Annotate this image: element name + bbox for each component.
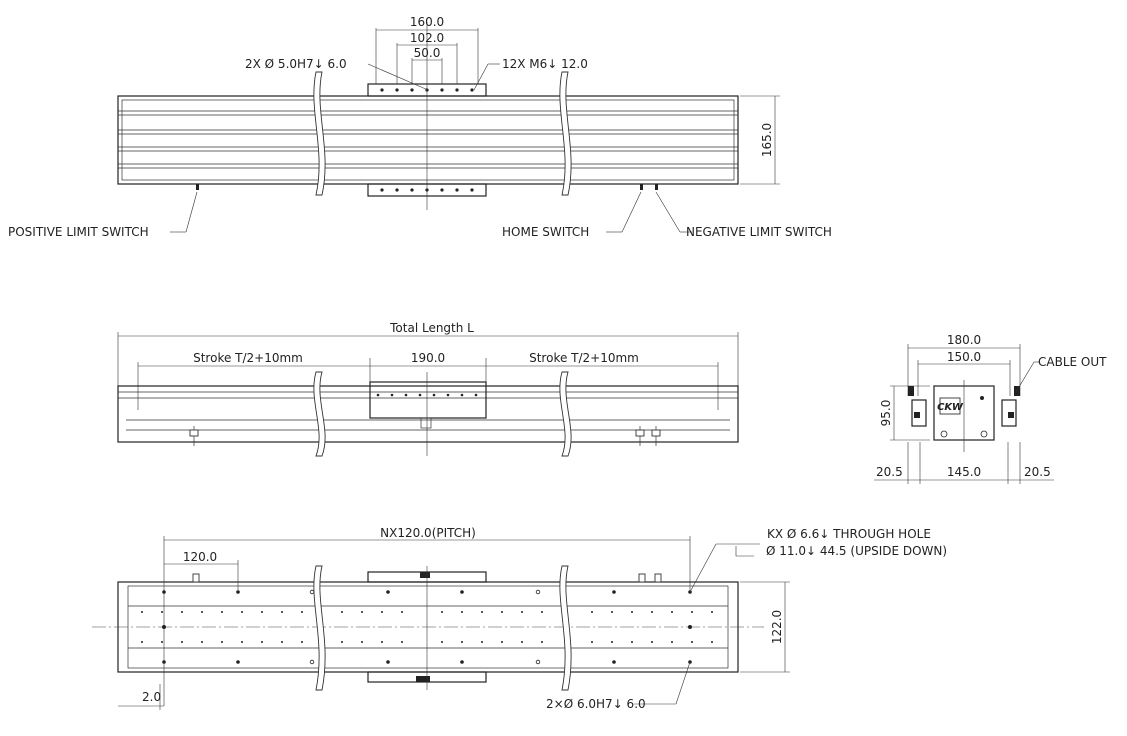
top-body-inner: [121, 99, 735, 181]
bottom-break-left: [313, 565, 326, 691]
top-view: 160.0 102.0 50.0 2X Ø 5.0H7↓ 6.0 12X M6↓…: [8, 15, 832, 239]
side-body-outline: [117, 385, 739, 443]
counterbore-symbol-icon: [735, 546, 754, 557]
hole-note-line2: Ø 11.0↓ 44.5 (UPSIDE DOWN): [766, 544, 947, 558]
bottom-break-right: [559, 565, 572, 691]
dim-20-5-right: 20.5: [1024, 465, 1051, 479]
side-carriage-holes: [376, 393, 478, 397]
dim-50: 50.0: [414, 46, 441, 60]
bottom-hole-pattern: [141, 589, 713, 665]
side-break-left: [313, 371, 326, 457]
side-switches: [189, 426, 661, 446]
home-switch-label: HOME SWITCH: [502, 225, 589, 239]
stroke-left-label: Stroke T/2+10mm: [193, 351, 303, 365]
top-body-outline: [117, 95, 739, 185]
side-carriage: [369, 381, 487, 419]
dim-180: 180.0: [947, 333, 981, 347]
pin-note-bottom: 2×Ø 6.0H7↓ 6.0: [546, 697, 646, 711]
dim-20-5-left: 20.5: [876, 465, 903, 479]
end-right-bracket: [1001, 399, 1017, 427]
dim-150: 150.0: [947, 350, 981, 364]
dim-2: 2.0: [142, 690, 161, 704]
positive-limit-switch-icon: [196, 184, 199, 190]
tap-note-top: 12X M6↓ 12.0: [502, 57, 588, 71]
end-view: 180.0 150.0 CKW CABLE OUT 95.0 20.5 145.…: [874, 333, 1107, 484]
dim-145: 145.0: [947, 465, 981, 479]
bottom-switch-marks: [192, 573, 662, 583]
dim-120: 120.0: [183, 550, 217, 564]
dim-190: 190.0: [411, 351, 445, 365]
dim-102: 102.0: [410, 31, 444, 45]
logo-text: CKW: [937, 402, 964, 413]
dim-95: 95.0: [879, 400, 893, 427]
pin-note-top: 2X Ø 5.0H7↓ 6.0: [245, 57, 347, 71]
bottom-view: NX120.0(PITCH) 120.0: [92, 526, 947, 711]
dim-165: 165.0: [760, 123, 774, 157]
end-left-bracket: [911, 399, 927, 427]
dim-122: 122.0: [770, 610, 784, 644]
side-break-right: [559, 371, 572, 457]
cable-out-label: CABLE OUT: [1038, 355, 1107, 369]
negative-limit-switch-icon: [655, 184, 658, 190]
top-break-right: [559, 71, 572, 196]
negative-limit-label: NEGATIVE LIMIT SWITCH: [686, 225, 832, 239]
top-break-left: [313, 71, 326, 196]
stroke-right-label: Stroke T/2+10mm: [529, 351, 639, 365]
dim-160: 160.0: [410, 15, 444, 29]
home-switch-icon: [640, 184, 643, 190]
total-length-label: Total Length L: [389, 321, 474, 335]
logo-badge: [939, 397, 961, 415]
hole-note-line1: KX Ø 6.6↓ THROUGH HOLE: [767, 527, 931, 541]
pitch-label: NX120.0(PITCH): [380, 526, 476, 540]
side-view: Total Length L Stroke T/2+10mm 190.0 Str…: [117, 321, 739, 457]
positive-limit-label: POSITIVE LIMIT SWITCH: [8, 225, 149, 239]
